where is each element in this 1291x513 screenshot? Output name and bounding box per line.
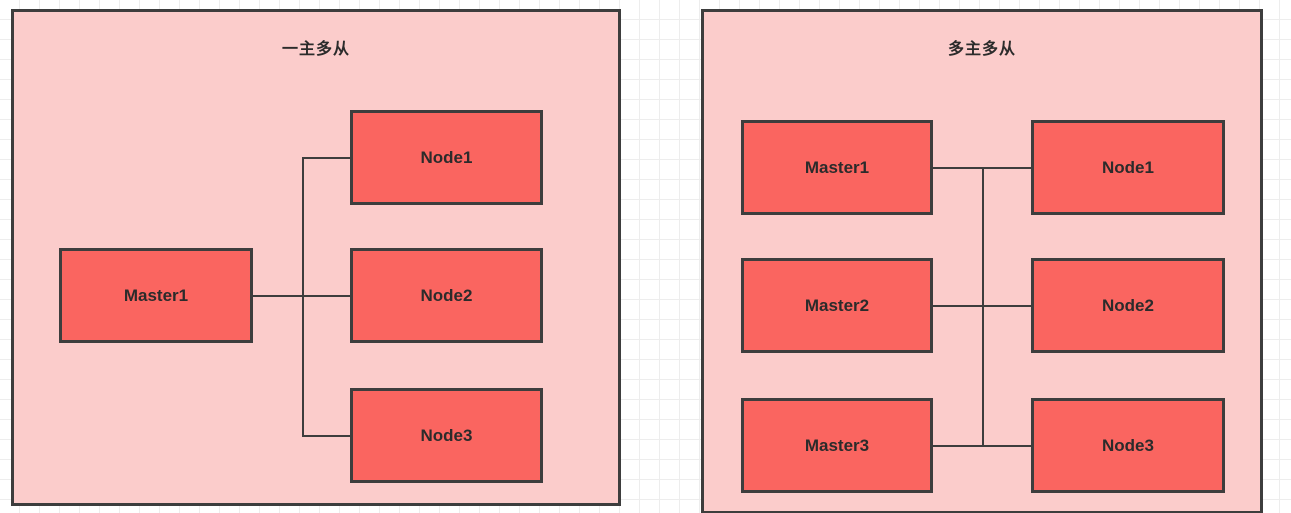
- node-box-left-node2[interactable]: Node2: [350, 248, 543, 343]
- node-box-left-node1[interactable]: Node1: [350, 110, 543, 205]
- connector-left-master1-to-bus: [253, 295, 302, 297]
- node-box-right-node2[interactable]: Node2: [1031, 258, 1225, 353]
- node-box-right-master2[interactable]: Master2: [741, 258, 933, 353]
- node-box-left-master1[interactable]: Master1: [59, 248, 253, 343]
- node-box-left-node3[interactable]: Node3: [350, 388, 543, 483]
- node-box-right-node3[interactable]: Node3: [1031, 398, 1225, 493]
- panel-title-right: 多主多从: [947, 41, 1016, 58]
- panel-one-master-many-slaves[interactable]: 一主多从 Master1 Node1 Node2 Node3: [11, 9, 621, 506]
- node-box-right-master3[interactable]: Master3: [741, 398, 933, 493]
- connector-left-branch-node1: [302, 157, 350, 159]
- connector-left-vertical-trunk: [302, 157, 304, 437]
- panel-many-masters-many-slaves[interactable]: 多主多从 Master1 Master2 Master3 Node1 Node2…: [701, 9, 1263, 513]
- panel-title-left: 一主多从: [281, 41, 350, 58]
- node-box-right-node1[interactable]: Node1: [1031, 120, 1225, 215]
- connector-right-vertical-bus: [982, 167, 984, 447]
- connector-left-branch-node2: [302, 295, 350, 297]
- connector-left-branch-node3: [302, 435, 350, 437]
- node-box-right-master1[interactable]: Master1: [741, 120, 933, 215]
